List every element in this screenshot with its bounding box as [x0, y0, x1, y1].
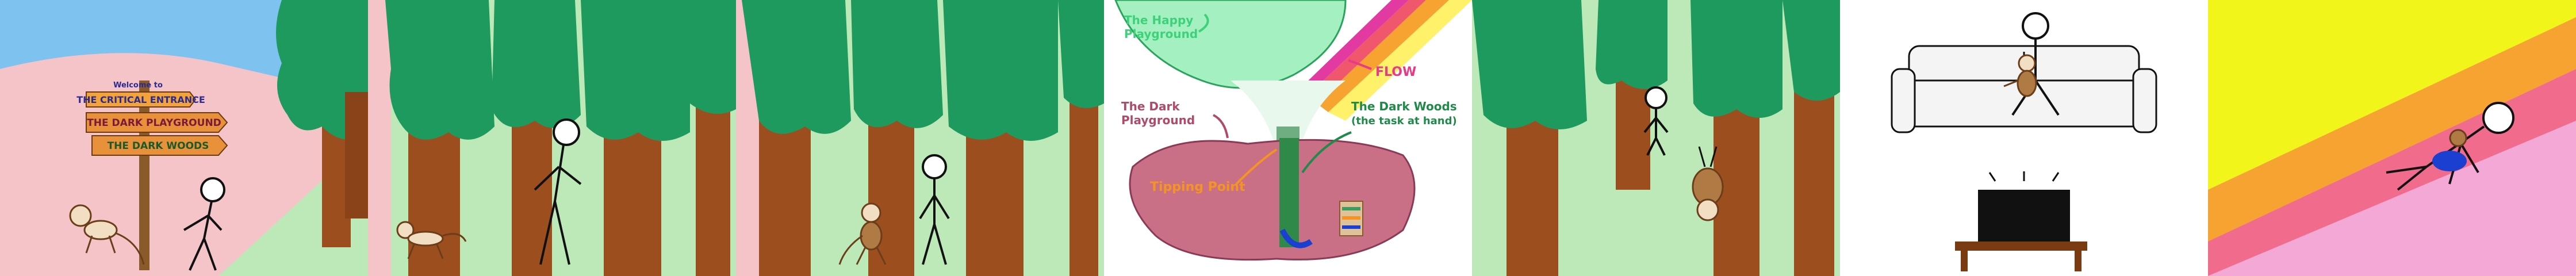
panel-rainbow-flight-art — [2208, 0, 2576, 276]
label-dark-playground-1: The Dark — [1121, 99, 1180, 113]
label-dark-woods-1: The Dark Woods — [1351, 99, 1457, 113]
label-dark-playground-2: Playground — [1121, 113, 1195, 127]
label-dark-woods-2: (the task at hand) — [1351, 115, 1457, 127]
panel-rainbow-flight — [2208, 0, 2576, 276]
sign-dark-playground: THE DARK PLAYGROUND — [87, 117, 221, 129]
label-tipping-point: Tipping Point — [1150, 180, 1245, 194]
panel-dark-woods-walk-art — [368, 0, 736, 276]
panel-entrance-art: Welcome to THE CRITICAL ENTRANCE THE DAR… — [0, 0, 368, 276]
monkey-hanging — [1692, 146, 1724, 221]
dark-playground-shape — [1129, 139, 1416, 261]
stick-figure — [534, 118, 582, 265]
stick-figure — [1643, 86, 1669, 156]
panel-flow-diagram-art: The Happy Playground FLOW The Dark Playg… — [1104, 0, 1472, 276]
band-pink — [2208, 121, 2576, 276]
blue-hook — [1279, 228, 1313, 248]
panel-dark-woods-walk — [368, 0, 736, 276]
sign-post: Welcome to THE CRITICAL ENTRANCE THE DAR… — [76, 80, 228, 270]
panel-monkey-swinging-art — [1472, 0, 1840, 276]
flow-rainbow — [1302, 0, 1472, 121]
monkey-crawling — [396, 221, 467, 259]
panel-couch-tv — [1840, 0, 2208, 276]
toy-box — [1339, 201, 1363, 236]
label-happy-1: The Happy — [1124, 13, 1193, 27]
dark-woods-column — [1279, 138, 1299, 247]
sign-critical-entrance: THE CRITICAL ENTRANCE — [76, 94, 205, 105]
monkey — [69, 204, 145, 265]
forest — [385, 0, 736, 276]
diagram-arrows — [1198, 13, 1372, 185]
band-orange — [2208, 17, 2576, 241]
panel-flow-diagram: The Happy Playground FLOW The Dark Playg… — [1104, 0, 1472, 276]
panel-entrance: Welcome to THE CRITICAL ENTRANCE THE DAR… — [0, 0, 368, 276]
sign-welcome: Welcome to — [113, 81, 163, 90]
panel-couch-tv-art — [1840, 0, 2208, 276]
pink-ground — [0, 53, 368, 276]
forest — [742, 0, 1104, 276]
monkey-sitting — [838, 202, 887, 265]
panel-monkey-in-woods — [736, 0, 1104, 276]
panel-monkey-swinging — [1472, 0, 1840, 276]
band-yellow — [2208, 0, 2576, 190]
panel-monkey-in-woods-art — [736, 0, 1104, 276]
tv-set — [1955, 171, 2087, 271]
tree-group — [276, 0, 368, 247]
monkey-on-lap — [2003, 54, 2037, 97]
forest — [1472, 0, 1840, 276]
sign-dark-woods: THE DARK WOODS — [108, 140, 209, 152]
monkey-riding — [2432, 129, 2467, 171]
label-flow: FLOW — [1375, 65, 1416, 79]
label-happy-2: Playground — [1124, 27, 1198, 41]
stick-figure — [919, 154, 950, 265]
stick-figure — [183, 177, 225, 271]
